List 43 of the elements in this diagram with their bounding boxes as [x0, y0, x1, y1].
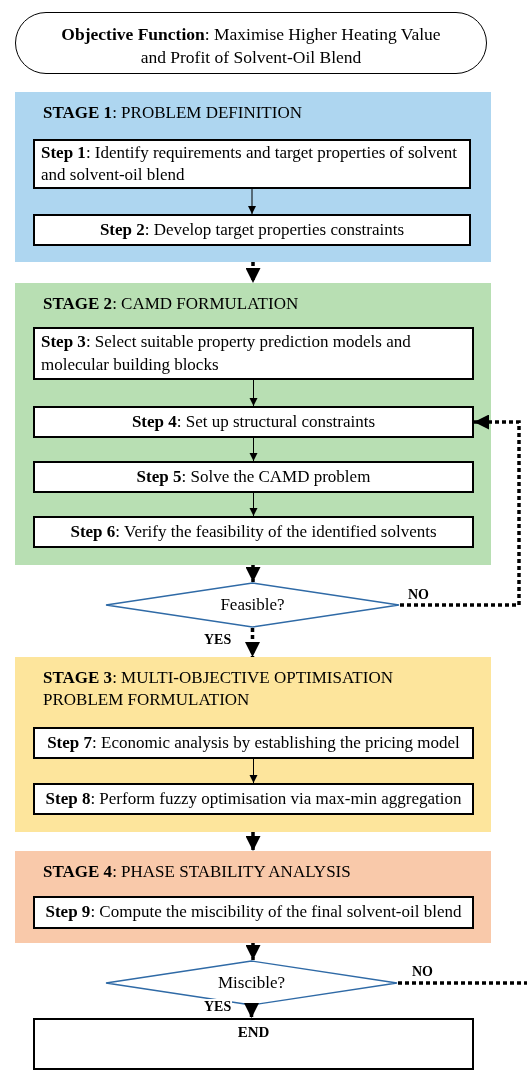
dotted-arrow — [245, 628, 260, 657]
decision-diamond — [105, 582, 400, 628]
dotted-arrow — [245, 565, 261, 582]
dotted-arrow — [245, 943, 261, 960]
arrow — [249, 379, 258, 407]
process-box — [33, 896, 474, 929]
process-box — [33, 783, 474, 815]
node-text: Step 1: Identify requirements and target properties of solvent and solvent-oil blend — [40, 141, 459, 186]
node-text: Step 6: Verify the feasibility of the identified solvents — [69, 520, 438, 543]
end-box — [33, 1018, 474, 1070]
dotted-arrow — [244, 1003, 259, 1018]
stage-title: STAGE 4: PHASE STABILITY ANALYSIS — [43, 861, 352, 883]
node-text: Objective Function: Maximise Higher Heating Value and Profit of Solvent-Oil Blend — [60, 23, 442, 69]
stage-panel — [15, 283, 491, 565]
stage-title: STAGE 3: MULTI-OBJECTIVE OPTIMISATION PROBLEM FORMULATION — [43, 667, 394, 712]
process-box — [33, 516, 474, 548]
arrow — [249, 437, 258, 462]
node-text: Feasible? — [219, 594, 286, 616]
node-text: Step 8: Perform fuzzy optimisation via max-min aggregation — [44, 787, 463, 810]
process-box — [33, 327, 474, 380]
node-text: Step 5: Solve the CAMD problem — [135, 465, 372, 488]
stage-title: STAGE 1: PROBLEM DEFINITION — [43, 102, 303, 124]
dotted-arrow — [400, 414, 521, 607]
node-text: Miscible? — [216, 972, 286, 994]
node-text: END — [236, 1023, 271, 1042]
process-box — [33, 727, 474, 759]
process-box — [33, 406, 474, 438]
arrow — [249, 758, 258, 784]
stage-panel — [15, 851, 491, 943]
arrow — [249, 492, 258, 517]
process-box — [33, 461, 474, 493]
node-text: Step 4: Set up structural constraints — [130, 410, 377, 433]
node-text: Step 9: Compute the miscibility of the final solvent-oil blend — [44, 901, 463, 924]
node-text: Step 7: Economic analysis by establishing the pricing model — [46, 731, 461, 754]
stage-panel — [15, 92, 491, 262]
node-text: Step 2: Develop target properties constraints — [98, 218, 406, 241]
stage-title: STAGE 2: CAMD FORMULATION — [43, 293, 300, 315]
process-box — [33, 214, 471, 246]
arrow — [248, 188, 256, 215]
stage-panel — [15, 657, 491, 832]
node-text: Step 3: Select suitable property prediction models and molecular building blocks — [40, 331, 412, 376]
dotted-arrow — [245, 262, 261, 283]
dotted-arrow — [245, 832, 261, 851]
